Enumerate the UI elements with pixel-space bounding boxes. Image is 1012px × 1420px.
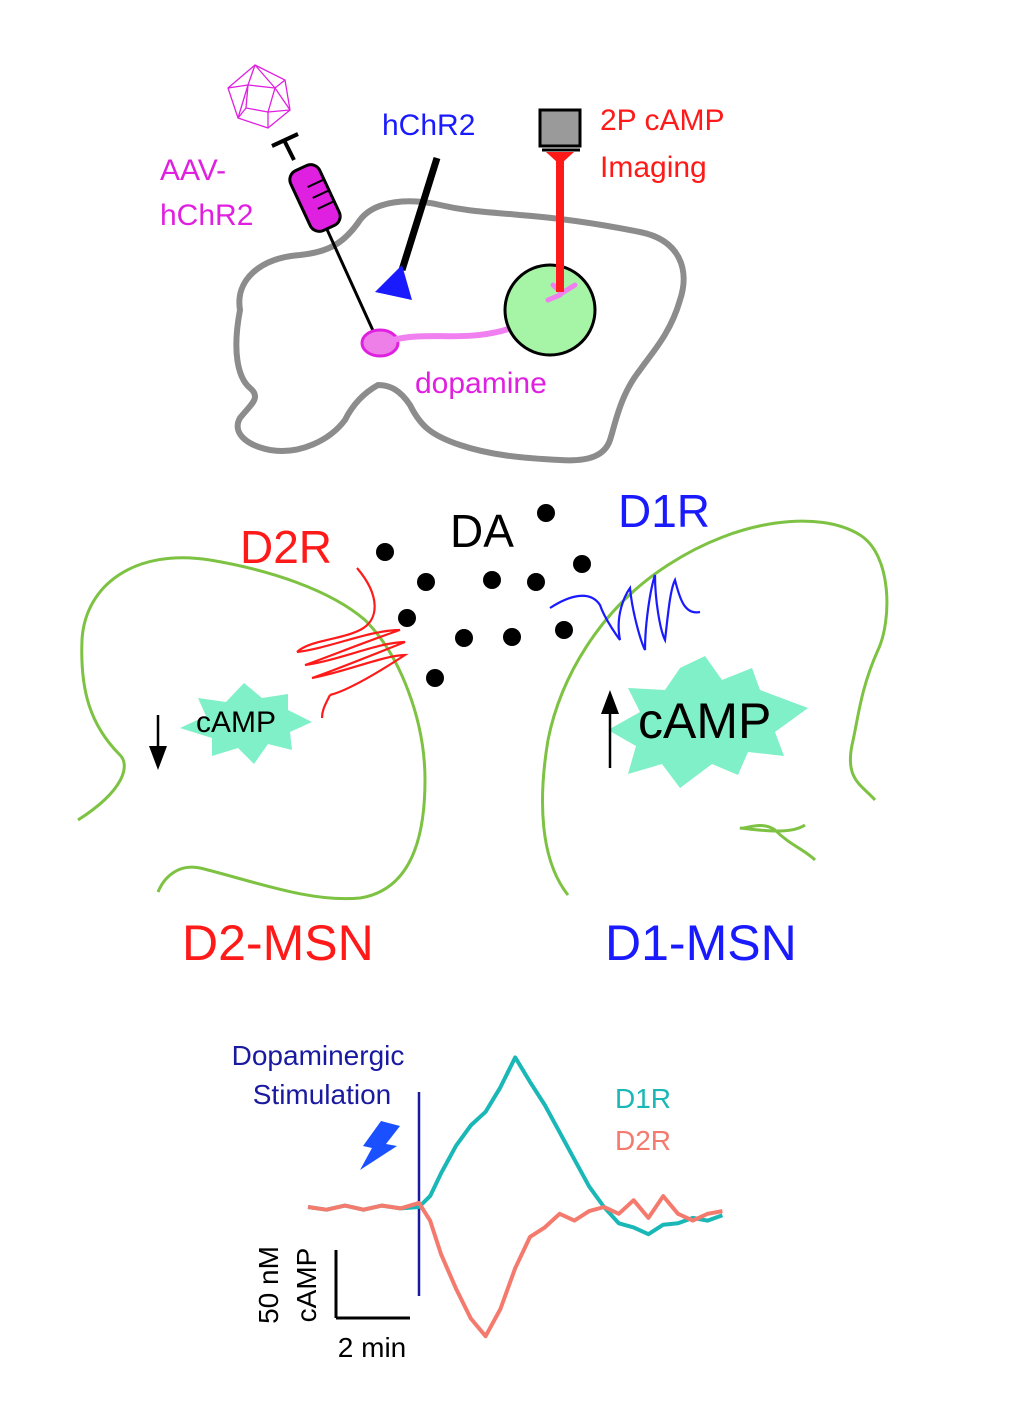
hchr2-label: hChR2 xyxy=(382,109,475,142)
legend-d2r: D2R xyxy=(615,1125,671,1156)
camp-burst-right xyxy=(608,656,808,788)
trace-layer xyxy=(307,1055,724,1339)
imaging-label-2: Imaging xyxy=(600,151,707,184)
da-label: DA xyxy=(450,505,514,557)
stimulation-label: Dopaminergic xyxy=(232,1040,405,1071)
imaging-label: 2P cAMP xyxy=(600,104,725,137)
striatum-region xyxy=(503,263,597,357)
top-panel: AAV- hChR2 hChR2 2P cAMP Imaging dopamin… xyxy=(160,64,725,464)
bottom-panel: Dopaminergic Stimulation D1R D2R 50 nM c… xyxy=(232,1040,724,1363)
d1-msn-cell xyxy=(541,519,889,896)
syringe-icon xyxy=(271,132,377,336)
camp-burst-left xyxy=(180,683,312,764)
d2r-label: D2R xyxy=(240,521,332,573)
d2-msn-label: D2-MSN xyxy=(182,915,374,971)
dopamine-label: dopamine xyxy=(415,367,547,400)
scale-y-label: 50 nM xyxy=(253,1246,284,1324)
camp-label-right: cAMP xyxy=(638,693,771,749)
d1r-receptor xyxy=(549,574,701,651)
lightning-bolt-icon xyxy=(360,1121,400,1170)
d1-msn-label: D1-MSN xyxy=(605,915,797,971)
stimulation-label-2: Stimulation xyxy=(253,1079,392,1110)
d2r-receptor xyxy=(296,567,409,719)
brain-outline xyxy=(233,198,687,464)
dopamine-molecules xyxy=(376,504,591,687)
middle-panel: DA D2R D1R cAMP cAMP D2-MSN D1-MSN xyxy=(77,485,889,971)
microscope-objective-icon xyxy=(538,108,582,292)
d1r-label: D1R xyxy=(618,485,710,537)
d2-msn-cell xyxy=(77,556,427,901)
down-arrow-icon xyxy=(149,715,167,770)
legend-d1r: D1R xyxy=(615,1083,671,1114)
camp-label-left: cAMP xyxy=(196,706,276,739)
scale-x-label: 2 min xyxy=(338,1332,406,1363)
trace-d2r xyxy=(307,1194,723,1339)
aav-label-hchr2: hChR2 xyxy=(160,199,253,232)
up-arrow-icon xyxy=(601,690,619,768)
optic-fiber-icon xyxy=(375,156,441,300)
scale-bar xyxy=(334,1250,410,1320)
scale-y-label-2: cAMP xyxy=(291,1248,322,1323)
aav-label: AAV- xyxy=(160,154,226,187)
aav-capsid-icon xyxy=(227,64,291,129)
injection-site xyxy=(360,328,400,358)
